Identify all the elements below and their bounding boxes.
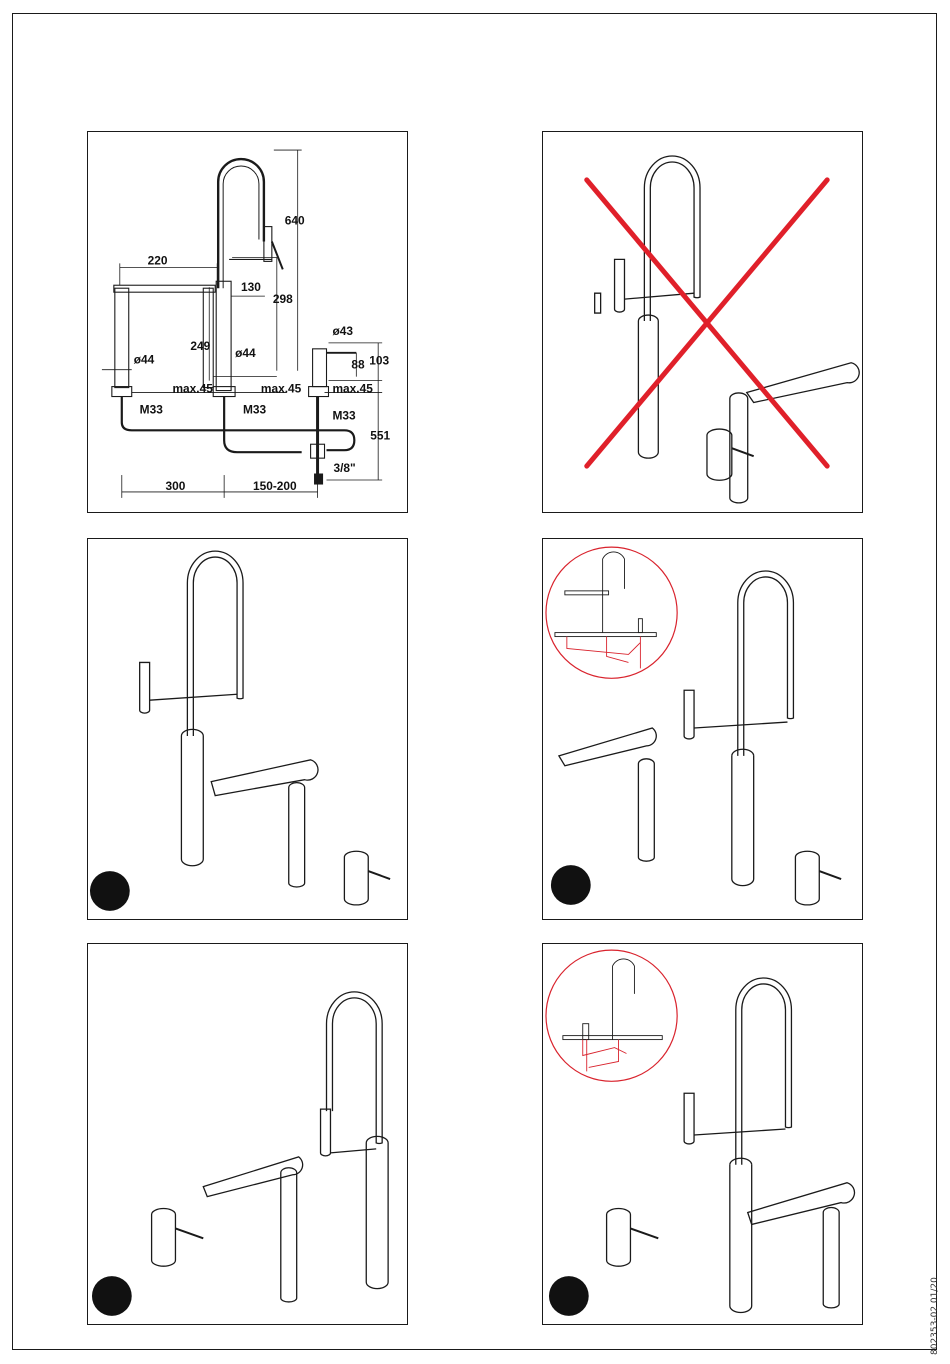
prohibited-arrangement-drawing — [543, 132, 862, 512]
dimension-drawing: 640 220 130 298 249 ø44 ø44 ø43 103 88 m… — [88, 132, 407, 512]
installation-step-1-drawing — [88, 539, 407, 919]
spray-head — [684, 1093, 694, 1144]
dim-pillar-height: 298 — [273, 292, 293, 306]
soap-dispenser — [707, 429, 732, 480]
installation-step-2-panel — [542, 538, 863, 920]
installation-step-2-drawing — [543, 539, 862, 919]
dim-thread-right: M33 — [332, 408, 356, 422]
dim-height-total: 640 — [285, 214, 305, 228]
installation-step-4-panel — [542, 943, 863, 1325]
detail-callout — [546, 547, 677, 678]
dim-dia-dispenser: ø43 — [332, 324, 353, 338]
pillar — [730, 1165, 752, 1313]
lever-handle — [748, 1183, 855, 1225]
lever-handle — [203, 1157, 302, 1197]
dimension-drawing-panel: 640 220 130 298 249 ø44 ø44 ø43 103 88 m… — [87, 131, 408, 513]
soap-dispenser — [344, 851, 368, 905]
dim-max-center: max.45 — [261, 382, 302, 396]
pillar — [732, 756, 754, 886]
pillar — [366, 1143, 388, 1289]
soap-dispenser — [795, 851, 819, 905]
spray-head — [321, 1109, 331, 1156]
second-pillar — [638, 759, 654, 861]
soap-dispenser — [607, 1209, 631, 1267]
pillar — [181, 736, 203, 866]
dim-dia-left: ø44 — [134, 353, 155, 367]
soap-dispenser — [152, 1209, 176, 1267]
installation-step-4-drawing — [543, 944, 862, 1324]
detail-callout — [546, 950, 677, 1081]
dim-thread-center: M33 — [243, 402, 267, 416]
prohibited-arrangement-panel — [542, 131, 863, 513]
second-pillar — [281, 1168, 297, 1302]
dim-hose-drop: 551 — [370, 428, 390, 442]
second-pillar — [289, 783, 305, 887]
installation-step-3-drawing — [88, 944, 407, 1324]
spray-head — [615, 259, 625, 312]
dim-dispenser-body: 88 — [351, 358, 365, 372]
lever-handle — [211, 760, 318, 796]
spray-head — [140, 662, 150, 713]
dim-dia-center: ø44 — [235, 346, 256, 360]
dim-spout-offset: 130 — [241, 280, 261, 294]
dim-max-right: max.45 — [332, 382, 373, 396]
black-dot-icon — [92, 1276, 132, 1316]
black-dot-icon — [90, 871, 130, 911]
installation-step-3-panel — [87, 943, 408, 1325]
black-dot-icon — [551, 865, 591, 905]
dim-lever-reach: 220 — [148, 253, 168, 267]
dim-spacing-left: 300 — [166, 479, 186, 493]
pillar-outline — [216, 281, 231, 390]
dim-body-height: 249 — [190, 339, 210, 353]
lever-handle — [747, 363, 859, 403]
spray-head — [684, 690, 694, 739]
dim-connection: 3/8" — [333, 461, 355, 475]
spout-hose-outline — [218, 159, 264, 288]
dim-dispenser-height: 103 — [369, 354, 389, 368]
dispenser-outline — [313, 349, 327, 387]
installation-step-1-panel — [87, 538, 408, 920]
document-code: 802353-02 01/20 — [930, 1277, 940, 1355]
dim-spacing-right: 150-200 — [253, 479, 297, 493]
second-pillar — [823, 1208, 839, 1308]
red-cross-icon — [587, 180, 827, 466]
black-dot-icon — [549, 1276, 589, 1316]
dim-max-left: max.45 — [172, 382, 213, 396]
dim-thread-left: M33 — [140, 402, 164, 416]
